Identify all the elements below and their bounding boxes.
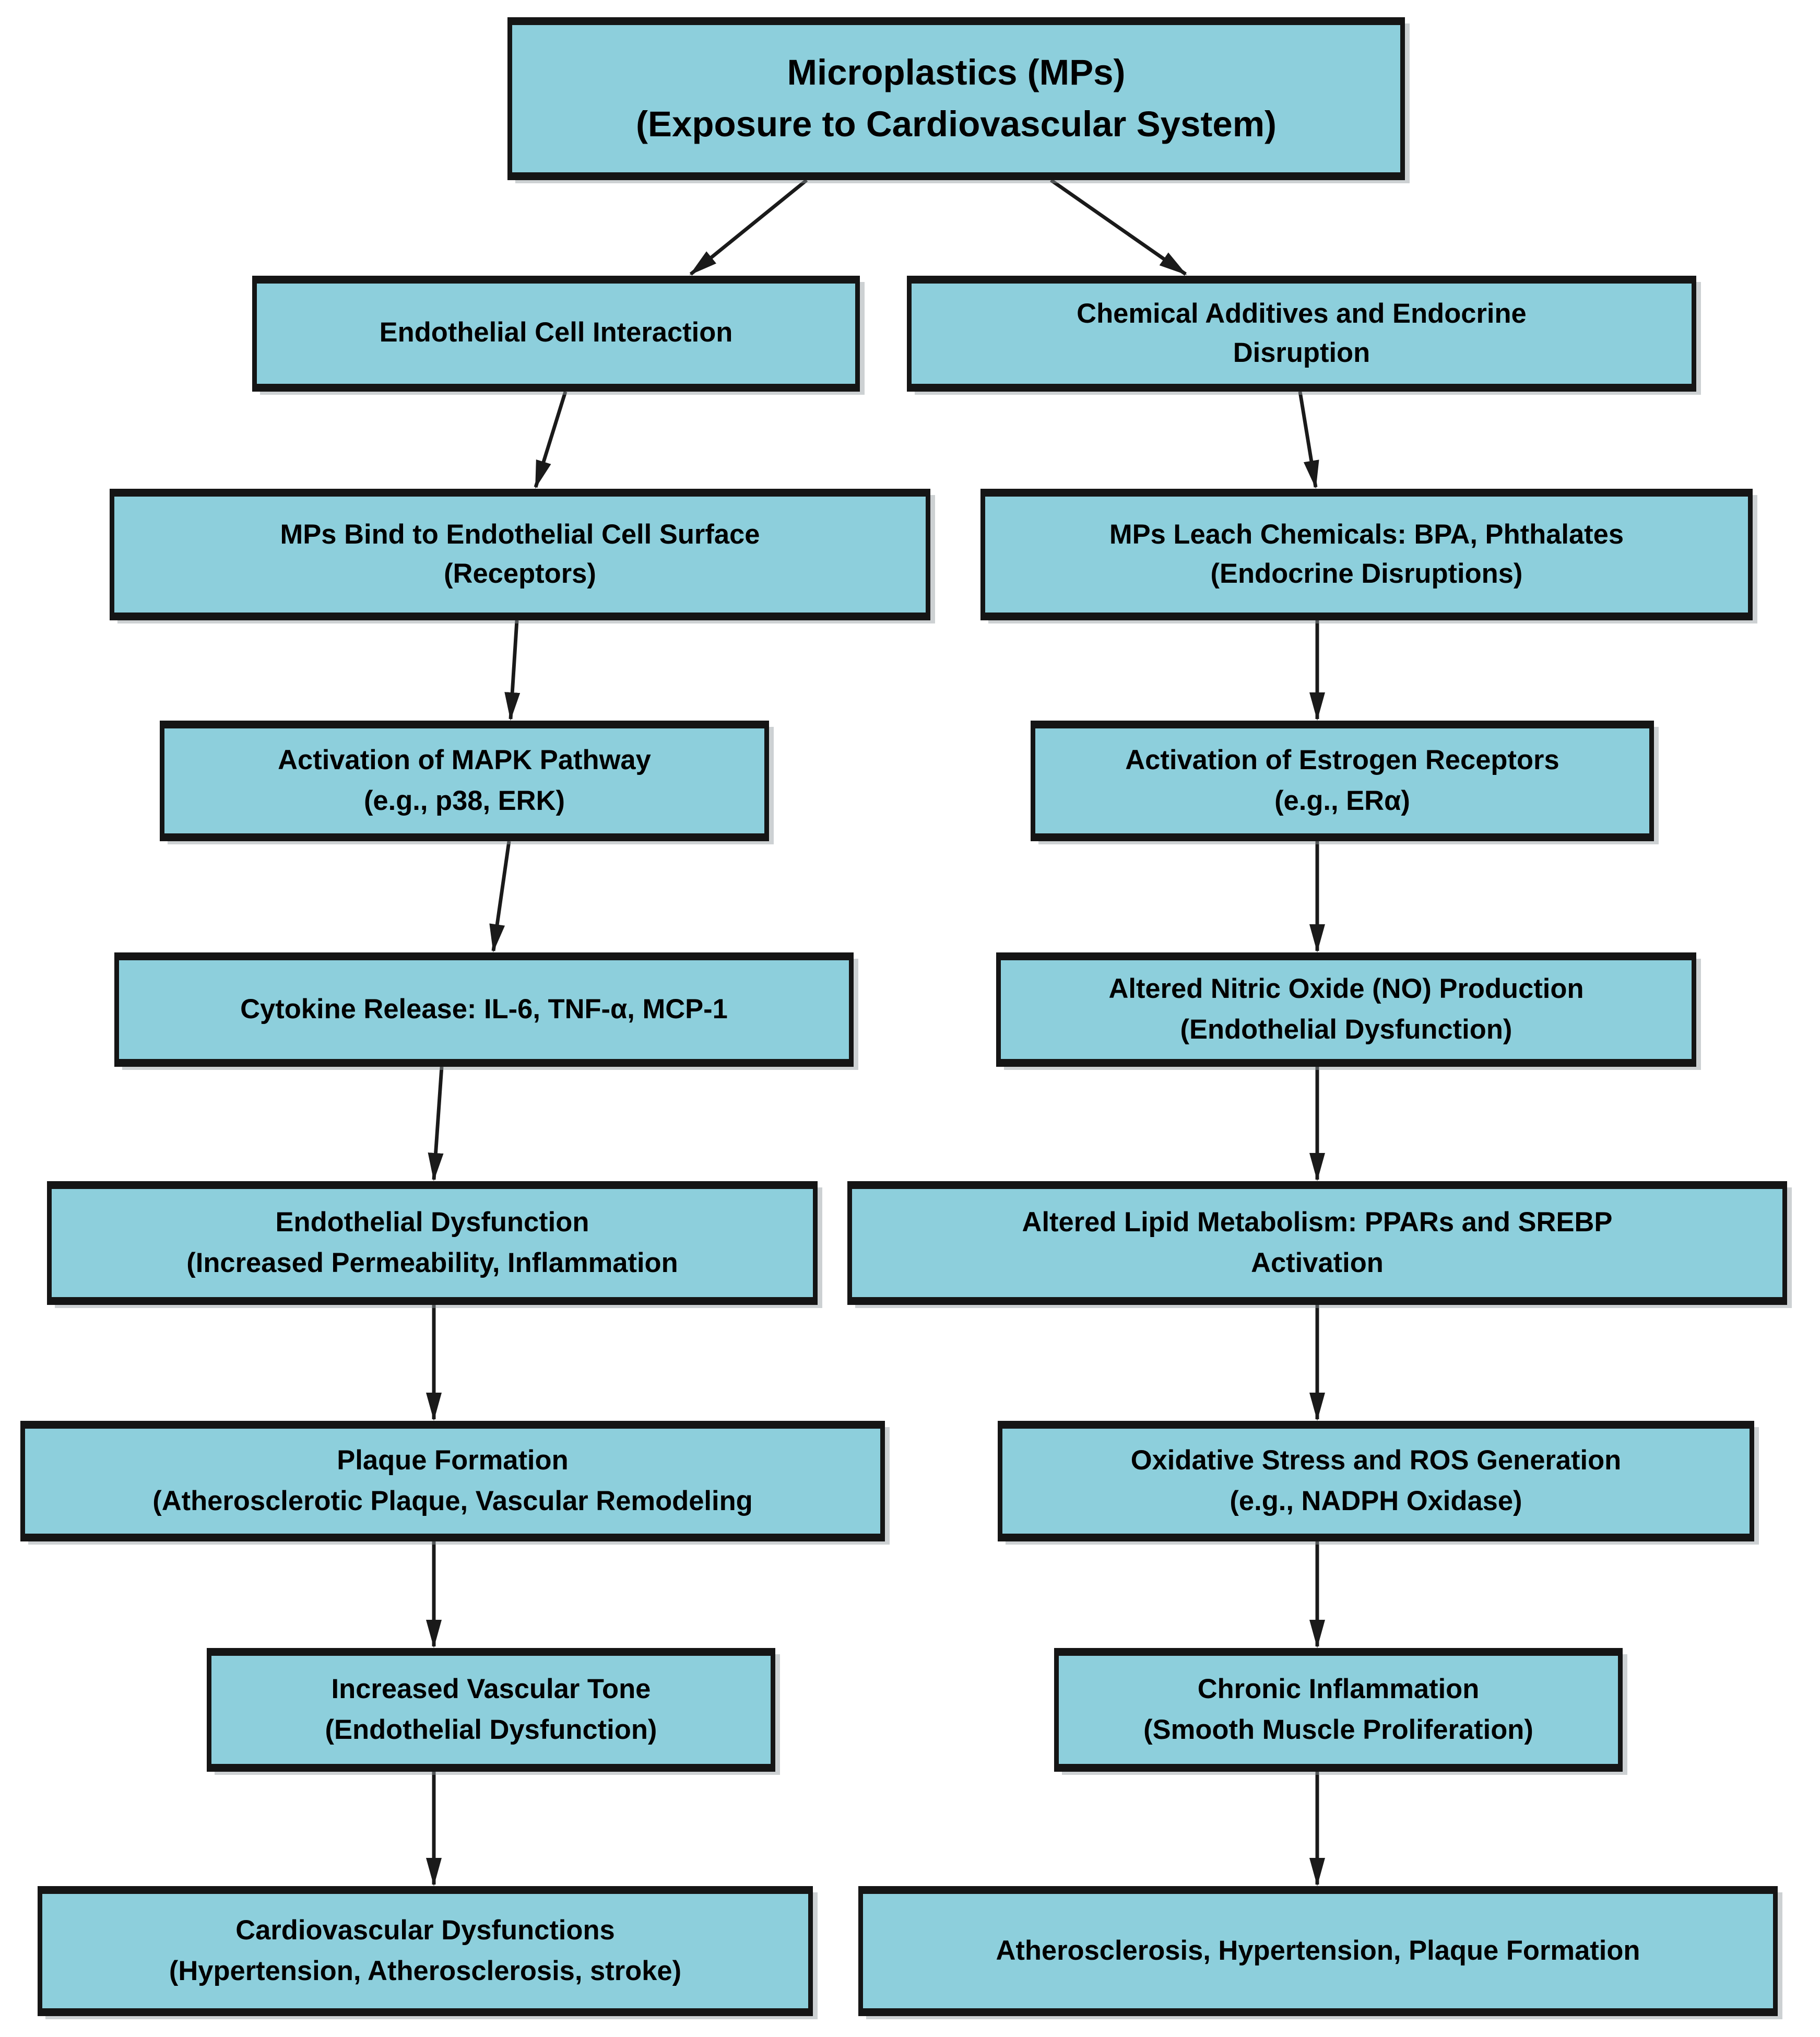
flow-node-label: Chemical Additives and Endocrine Disrupt… [1077,297,1527,368]
flow-node-plaque: Plaque Formation (Atherosclerotic Plaque… [20,1421,885,1541]
flow-node-label: Oxidative Stress and ROS Generation (e.g… [1130,1444,1622,1516]
flow-node-athero: Atherosclerosis, Hypertension, Plaque Fo… [858,1886,1778,2016]
flow-node-label: Chronic Inflammation (Smooth Muscle Prol… [1143,1673,1533,1745]
flow-node-bind: MPs Bind to Endothelial Cell Surface (Re… [110,489,930,620]
flow-node-label: Activation of Estrogen Receptors (e.g., … [1125,744,1559,816]
flow-node-label: Microplastics (MPs) (Exposure to Cardiov… [635,51,1277,144]
flow-node-nitric: Altered Nitric Oxide (NO) Production (En… [996,952,1696,1067]
flow-node-label: Increased Vascular Tone (Endothelial Dys… [325,1673,657,1745]
flow-node-label: Cardiovascular Dysfunctions (Hypertensio… [169,1914,682,1986]
flow-node-root: Microplastics (MPs) (Exposure to Cardiov… [507,17,1405,180]
flow-node-label: MPs Bind to Endothelial Cell Surface (Re… [280,517,760,589]
flow-node-endo: Endothelial Dysfunction (Increased Perme… [47,1181,818,1305]
flow-node-label: MPs Leach Chemicals: BPA, Phthalates (En… [1109,517,1624,589]
flow-node-mapk: Activation of MAPK Pathway (e.g., p38, E… [160,721,769,841]
flow-node-tone: Increased Vascular Tone (Endothelial Dys… [207,1648,775,1772]
flow-node-label: Atherosclerosis, Hypertension, Plaque Fo… [996,1934,1640,1966]
flow-edge-root-caed [1050,179,1187,276]
flow-node-label: Endothelial Dysfunction (Increased Perme… [186,1206,678,1278]
flow-edge-cyto-endo [428,1066,444,1181]
flow-edge-mapk-cyto [489,841,511,952]
flow-node-label: Altered Lipid Metabolism: PPARs and SREB… [1022,1206,1613,1278]
flow-node-caed: Chemical Additives and Endocrine Disrupt… [907,276,1696,392]
flow-edge-bind-mapk [504,620,521,721]
flow-node-label: Plaque Formation (Atherosclerotic Plaque… [152,1444,753,1516]
flow-node-cardio: Cardiovascular Dysfunctions (Hypertensio… [38,1886,813,2016]
flow-node-label: Cytokine Release: IL-6, TNF-α, MCP-1 [240,993,728,1025]
flow-edge-root-eci [689,179,808,276]
flow-node-lipid: Altered Lipid Metabolism: PPARs and SREB… [847,1181,1787,1305]
flow-edge-eci-bind [534,391,568,489]
flow-node-cyto: Cytokine Release: IL-6, TNF-α, MCP-1 [114,952,854,1067]
flow-node-chronic: Chronic Inflammation (Smooth Muscle Prol… [1054,1648,1623,1772]
flow-node-label: Endothelial Cell Interaction [379,316,733,348]
flow-node-estro: Activation of Estrogen Receptors (e.g., … [1031,721,1654,841]
flow-edge-caed-leach [1298,391,1319,489]
flow-node-leach: MPs Leach Chemicals: BPA, Phthalates (En… [980,489,1753,620]
flow-node-label: Activation of MAPK Pathway (e.g., p38, E… [278,744,651,816]
flow-node-oxid: Oxidative Stress and ROS Generation (e.g… [998,1421,1754,1541]
flow-node-eci: Endothelial Cell Interaction [252,276,860,392]
flow-node-label: Altered Nitric Oxide (NO) Production (En… [1108,973,1584,1044]
